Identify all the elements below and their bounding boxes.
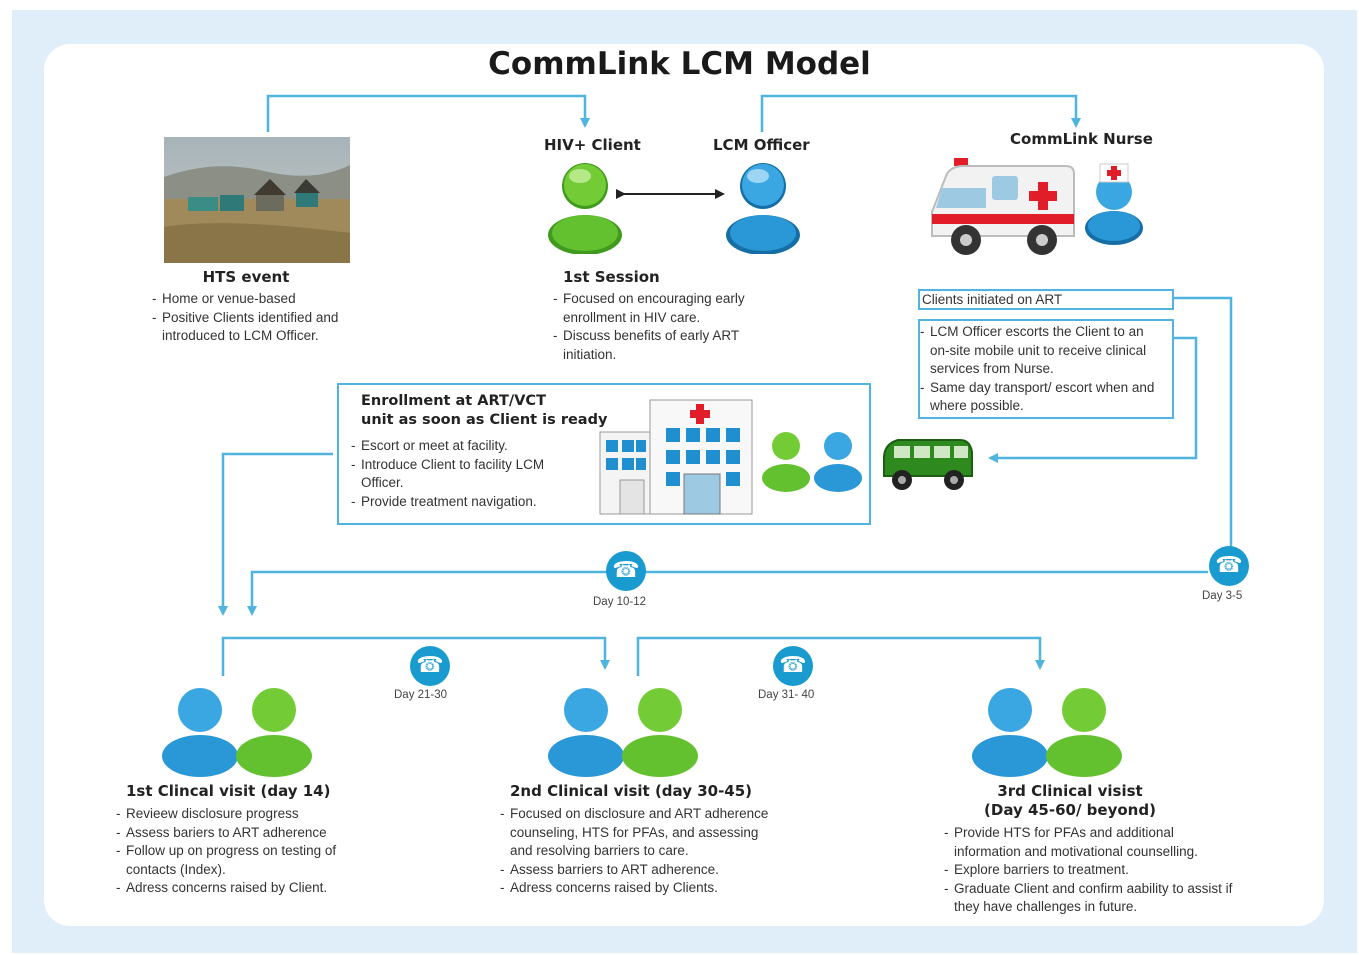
enrollment-title-2: unit as soon as Client is ready: [361, 412, 608, 428]
enrollment-bullets: Escort or meet at facility. Introduce Cl…: [351, 437, 583, 511]
enrollment-title-1: Enrollment at ART/VCT: [361, 393, 546, 409]
list-item: Assess barriers to ART adherence.: [500, 861, 776, 880]
list-item: Escort or meet at facility.: [351, 437, 583, 456]
session-bullets: Focused on encouraging early enrollment …: [553, 290, 785, 364]
visit1-bullets: Revieew disclosure progress Assess barie…: [116, 805, 386, 898]
list-item: Explore barriers to treatment.: [944, 861, 1244, 880]
escort-box: LCM Officer escorts the Client to an on-…: [918, 319, 1174, 419]
client-label: HIV+ Client: [544, 136, 641, 154]
day-label: Day 3-5: [1202, 590, 1243, 602]
list-item: Focused on encouraging early enrollment …: [553, 290, 785, 327]
initiated-box: Clients initiated on ART: [918, 289, 1174, 310]
list-item: Same day transport/ escort when and wher…: [920, 379, 1164, 416]
list-item: Adress concerns raised by Client.: [116, 879, 386, 898]
phone-icon: ☎: [773, 646, 813, 686]
phone-icon: ☎: [606, 551, 646, 591]
day-label: Day 21-30: [394, 689, 448, 701]
person-icon: [762, 432, 862, 492]
person-icon: [162, 688, 312, 777]
visit3-label-1: 3rd Clinical visist: [997, 782, 1143, 800]
list-item: Revieew disclosure progress: [116, 805, 386, 824]
visit3-label-2: (Day 45-60/ beyond): [984, 801, 1156, 819]
nurse-label: CommLink Nurse: [1010, 130, 1153, 148]
van-icon: [883, 439, 973, 490]
hts-bullets: Home or venue-based Positive Clients ide…: [152, 290, 382, 346]
day-label: Day 31- 40: [758, 689, 815, 701]
hospital-icon: [599, 399, 753, 515]
list-item: Discuss benefits of early ART initiation…: [553, 327, 785, 364]
initiated-text: Clients initiated on ART: [922, 292, 1063, 307]
person-icon: [548, 163, 622, 254]
visit2-label: 2nd Clinical visit (day 30-45): [510, 782, 753, 800]
officer-label: LCM Officer: [713, 136, 810, 154]
list-item: LCM Officer escorts the Client to an on-…: [920, 323, 1164, 379]
phone-icon: ☎: [410, 646, 450, 686]
list-item: Provide treatment navigation.: [351, 493, 583, 512]
hts-label: HTS event: [202, 268, 290, 286]
hut-photo: [164, 137, 350, 263]
phone-icon: ☎: [1209, 546, 1249, 586]
list-item: Positive Clients identified and introduc…: [152, 309, 382, 346]
list-item: Follow up on progress on testing of cont…: [116, 842, 386, 879]
diagram-title: CommLink LCM Model: [488, 46, 871, 82]
list-item: Home or venue-based: [152, 290, 382, 309]
list-item: Introduce Client to facility LCM Officer…: [351, 456, 583, 493]
person-icon: [972, 688, 1122, 777]
day-label: Day 10-12: [593, 596, 647, 608]
list-item: Graduate Client and confirm aability to …: [944, 880, 1244, 917]
escort-bullets: LCM Officer escorts the Client to an on-…: [920, 323, 1164, 416]
list-item: Assess bariers to ART adherence: [116, 824, 386, 843]
visit2-bullets: Focused on disclosure and ART adherence …: [500, 805, 776, 898]
visit1-label: 1st Clincal visit (day 14): [126, 782, 331, 800]
list-item: Provide HTS for PFAs and additional info…: [944, 824, 1244, 861]
person-icon: [548, 688, 698, 777]
ambulance-icon: [931, 158, 1075, 255]
list-item: Adress concerns raised by Clients.: [500, 879, 776, 898]
session-label: 1st Session: [563, 268, 660, 286]
person-icon: [1085, 163, 1143, 245]
visit3-bullets: Provide HTS for PFAs and additional info…: [944, 824, 1244, 917]
list-item: Focused on disclosure and ART adherence …: [500, 805, 776, 861]
person-icon: [726, 163, 800, 254]
